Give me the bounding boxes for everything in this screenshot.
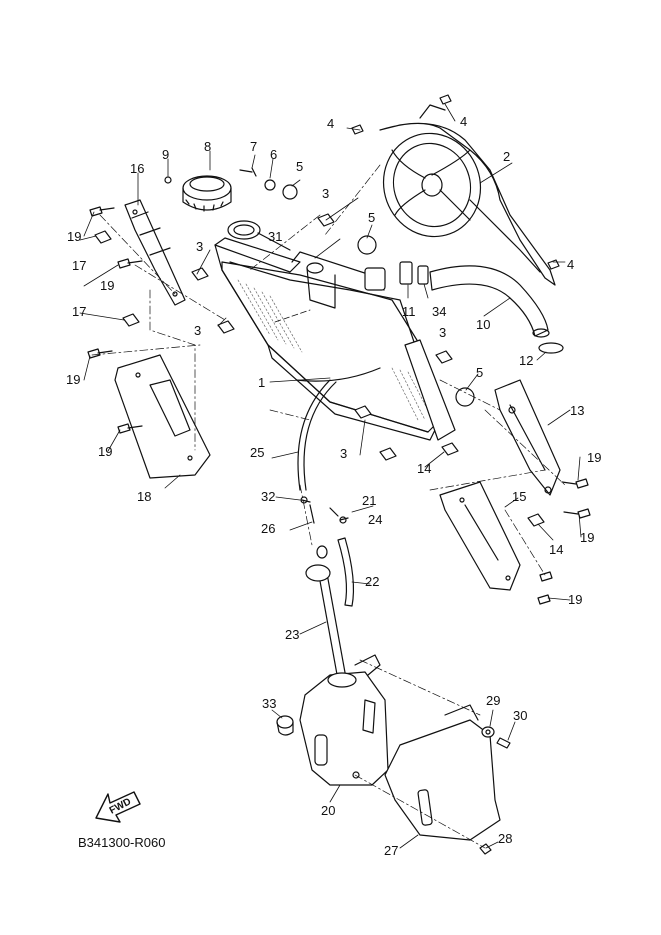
- connectors-11-34: [399, 261, 429, 285]
- fasteners-29-30-28: [479, 726, 511, 855]
- reservoir-tank-20: [299, 654, 389, 786]
- callout-3: 3: [439, 325, 447, 340]
- callout-4: 4: [327, 116, 335, 131]
- callout-16: 16: [130, 161, 145, 176]
- hose-25: [297, 379, 337, 491]
- callout-3: 3: [194, 323, 202, 338]
- callout-14: 14: [417, 461, 432, 476]
- callout-19: 19: [587, 450, 602, 465]
- callout-32: 32: [261, 489, 276, 504]
- callout-19: 19: [100, 278, 115, 293]
- callout-31: 31: [268, 229, 283, 244]
- callout-23: 23: [285, 627, 300, 642]
- callout-26: 26: [261, 521, 276, 536]
- callout-3: 3: [340, 446, 348, 461]
- callout-7: 7: [250, 139, 258, 154]
- callout-20: 20: [321, 803, 336, 818]
- callout-5: 5: [296, 159, 304, 174]
- leader-lines: [79, 103, 582, 849]
- fittings-21-24-26-32: [300, 496, 349, 524]
- bracket-left-18: [114, 354, 211, 479]
- callout-3: 3: [322, 186, 330, 201]
- callout-33: 33: [262, 696, 277, 711]
- callout-19: 19: [98, 444, 113, 459]
- callout-14: 14: [549, 542, 564, 557]
- callout-4: 4: [567, 257, 575, 272]
- callout-34: 34: [432, 304, 447, 319]
- bracket-right-13: [494, 379, 561, 496]
- clips: [94, 213, 545, 527]
- callout-12: 12: [519, 353, 534, 368]
- callout-10: 10: [476, 317, 491, 332]
- callout-2: 2: [503, 149, 511, 164]
- diagram-code: B341300-R060: [78, 835, 166, 850]
- bracket-right-15: [439, 481, 521, 591]
- callout-18: 18: [137, 489, 152, 504]
- callout-6: 6: [270, 147, 278, 162]
- callout-15: 15: [512, 489, 527, 504]
- bushing-33: [276, 715, 294, 736]
- callout-19: 19: [568, 592, 583, 607]
- callout-27: 27: [384, 843, 399, 858]
- callout-5: 5: [368, 210, 376, 225]
- callout-17: 17: [72, 304, 87, 319]
- callout-11: 11: [402, 304, 416, 319]
- callout-21: 21: [362, 493, 377, 508]
- fan-assembly: [379, 104, 556, 286]
- callout-19: 19: [580, 530, 595, 545]
- callout-24: 24: [368, 512, 383, 527]
- cover-27: [384, 704, 501, 841]
- callout-22: 22: [365, 574, 380, 589]
- bracket-left-16: [124, 199, 186, 306]
- hose-10: [429, 265, 564, 354]
- callout-5: 5: [476, 365, 484, 380]
- radiator-core: [214, 237, 456, 441]
- callout-30: 30: [513, 708, 528, 723]
- callout-28: 28: [498, 831, 513, 846]
- fwd-arrow: [95, 791, 141, 823]
- callout-25: 25: [250, 445, 265, 460]
- callout-8: 8: [204, 139, 212, 154]
- assembly-lines: [91, 164, 566, 849]
- callout-3: 3: [196, 239, 204, 254]
- tube-23: [305, 545, 347, 681]
- callout-29: 29: [486, 693, 501, 708]
- callout-4: 4: [460, 114, 468, 129]
- callout-1: 1: [258, 375, 266, 390]
- callout-9: 9: [162, 147, 170, 162]
- callout-19: 19: [66, 372, 81, 387]
- hose-22: [337, 537, 355, 607]
- filler-cap: [182, 175, 291, 251]
- callout-17: 17: [72, 258, 87, 273]
- callout-19: 19: [67, 229, 82, 244]
- callout-13: 13: [570, 403, 585, 418]
